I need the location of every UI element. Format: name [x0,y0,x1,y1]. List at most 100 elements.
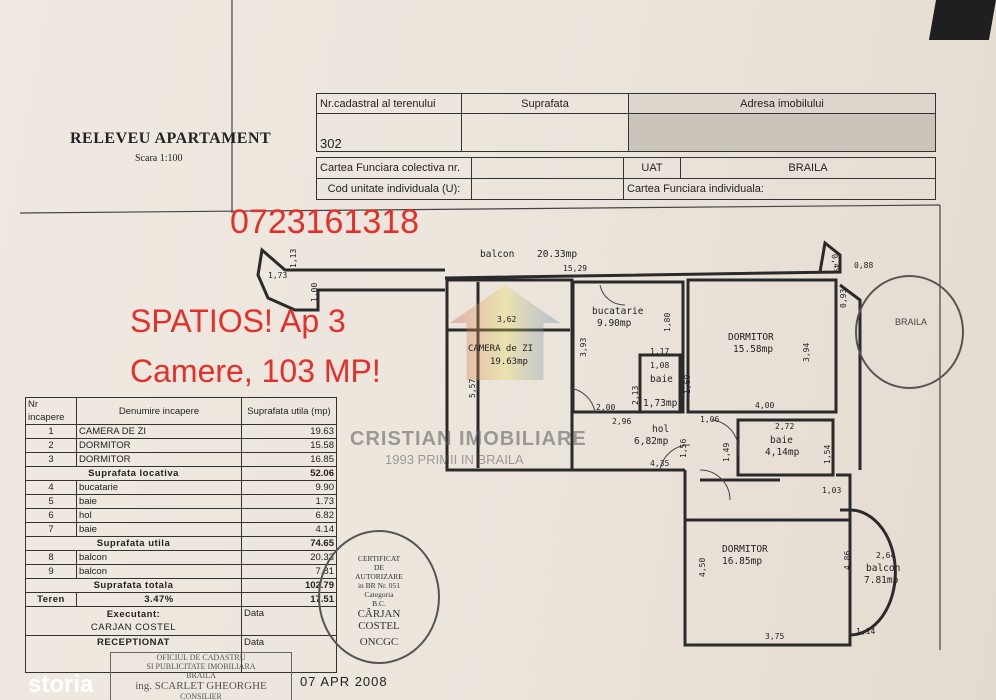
scale-label: Scara 1:100 [135,153,183,164]
plan-label: baie [770,435,793,446]
promo-line-1: SPATIOS! Ap 3 [130,303,346,339]
promo-line-2: Camere, 103 MP! [130,353,381,389]
stamp-text: OFICIUL DE CADASTRU [156,653,246,662]
room-name: balcon [76,564,242,579]
room-name: DORMITOR [76,438,242,453]
plan-label: 6,82mp [634,436,669,447]
plan-label: 0,88 [854,261,874,270]
teren-pct: 3.47% [76,592,242,607]
certificate-stamp: CERTIFICAT DE AUTORIZARE in BR Nr. 051 C… [318,530,440,664]
plan-label: 2,72 [775,422,795,431]
plan-label: CAMERA de ZI [468,344,534,354]
col-header: Denumire incapere [76,397,242,425]
room-name: baie [76,522,242,537]
plan-label: balcon [480,249,515,260]
plan-label: 1,03 [822,486,842,495]
plan-label: baie [650,374,673,385]
stamp-text: CONSILIER [180,692,222,700]
storia-watermark: storia [28,671,94,698]
plan-label: 2,00 [596,403,616,412]
plan-label: 1,06 [700,415,720,424]
date-stamp: 07 APR 2008 [300,674,388,689]
plan-label: 2,96 [612,417,632,426]
suprafata-label: Suprafata [461,93,629,114]
plan-label: 0,93 [839,288,848,308]
stamp-text: ing. SCARLET GHEORGHE [135,680,267,692]
watermark-tagline: 1993 PRIMII IN BRAILA [385,452,524,467]
plan-label: 4,50 [698,557,707,577]
room-area: 19.63 [241,424,337,439]
plan-label: 1,54 [823,444,832,464]
plan-label: bucatarie [592,306,644,317]
plan-label: 20.33mp [537,249,578,260]
plan-label: 16.85mp [722,556,763,567]
phone-number: 0723161318 [230,203,420,241]
plan-label: 4,00 [755,401,775,410]
room-number: 2 [25,438,77,453]
subtotal-label: Suprafata utila [25,536,242,551]
room-number: 3 [25,452,77,467]
stamp-text: BRAILA [895,317,928,327]
plan-label: 2,13 [631,385,640,405]
plan-label: 15,29 [563,264,588,273]
room-number: 4 [25,480,77,495]
room-area: 15.58 [241,438,337,453]
document-title: RELEVEU APARTAMENT [70,130,272,147]
watermark-brand: CRISTIAN IMOBILIARE [350,428,587,450]
room-name: hol [76,508,242,523]
cod-unitate-label: Cod unitate individuala (U): [316,178,472,200]
stamp-text: BRAILA [186,671,216,680]
plan-label: 1,80 [663,312,672,332]
suprafata-value [461,113,629,152]
plan-label: 2,64 [876,551,896,560]
cf-individuala-label: Cartea Funciara individuala: [623,178,936,200]
room-name: balcon [76,550,242,565]
subtotal-label: Suprafata locativa [25,466,242,481]
data-label-2: Data [241,635,337,673]
plan-label: 1,17 [650,347,670,356]
teren-label: Teren [25,592,77,607]
room-name: bucatarie [76,480,242,495]
cf-colectiva-label: Cartea Funciara colectiva nr. [316,157,472,179]
plan-label: 1,49 [722,442,731,462]
uat-label: UAT [623,157,681,179]
plan-label: 3,62 [497,315,517,324]
subtotal-label: Suprafata totala [25,578,242,593]
adresa-label: Adresa imobilului [628,93,936,114]
stamp-text: CERTIFICAT [357,554,401,563]
executant-cell: Executant:CARJAN COSTEL [25,606,242,636]
plan-label: 15.58mp [733,344,774,355]
room-number: 1 [25,424,77,439]
col-header: Suprafata utila (mp) [241,397,337,425]
plan-label: DORMITOR [728,332,774,343]
plan-label: 4,86 [843,550,852,570]
plan-label: hol [652,424,670,435]
plan-label: 3,75 [765,632,785,641]
room-number: 5 [25,494,77,509]
room-number: 6 [25,508,77,523]
plan-label: 7.81mp [864,575,899,586]
room-number: 7 [25,522,77,537]
stamp-text: Categoria [364,590,394,599]
plan-label: 4,14mp [765,447,800,458]
subtotal-value: 52.06 [241,466,337,481]
stamp-text: ONCGC [359,636,399,648]
room-area: 1.73 [241,494,337,509]
nr-cadastral-value: 302 [316,113,462,152]
plan-label: 1,60 [683,374,692,394]
room-name: DORMITOR [76,452,242,467]
col-header: Nr incapere [25,397,77,425]
plan-label: balcon [866,563,901,574]
room-area: 4.14 [241,522,337,537]
adresa-redacted [628,113,936,152]
